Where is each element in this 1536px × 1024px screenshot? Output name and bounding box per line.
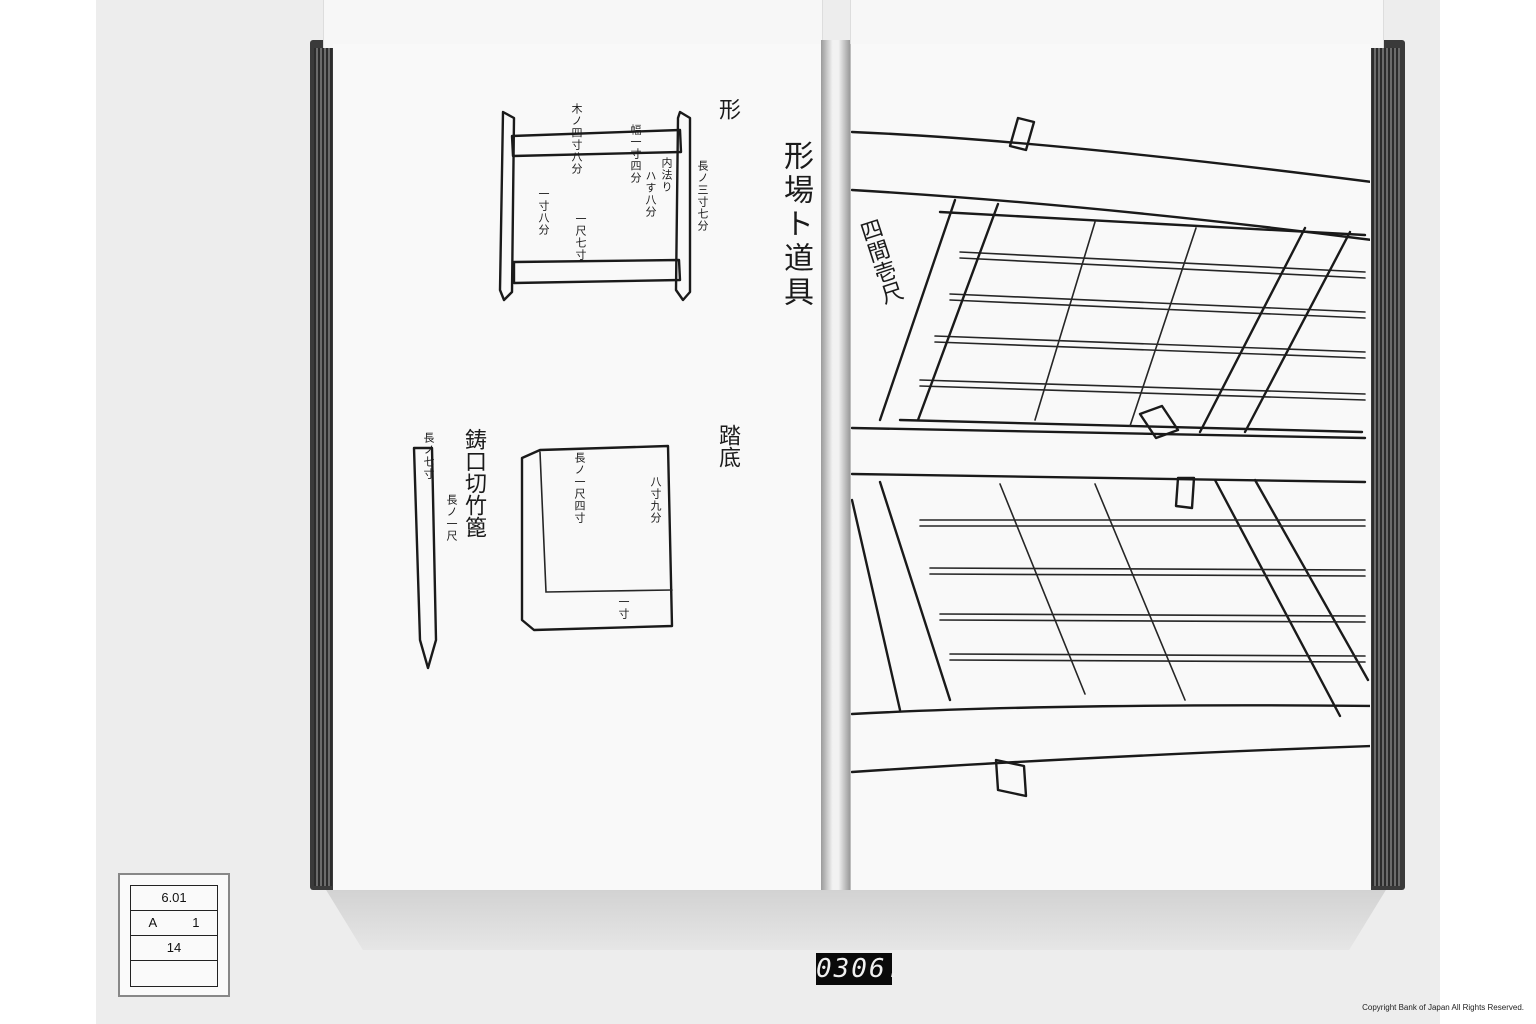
stepping-tray-drawing bbox=[520, 444, 674, 632]
spatula-note-1: 長ノ七寸 bbox=[422, 432, 435, 480]
book-shadow bbox=[320, 880, 1392, 950]
tray-note-2: 八寸九分 bbox=[649, 476, 662, 524]
book-gutter bbox=[821, 40, 850, 890]
section-title: 形場ト道具 bbox=[778, 140, 813, 310]
frame-note-7: 一寸八分 bbox=[537, 188, 550, 236]
spatula-label: 鋳口切竹篦 bbox=[461, 428, 486, 538]
frame-note-2: 幅一寸四分 bbox=[629, 124, 642, 184]
frame-label: 形 bbox=[715, 98, 740, 120]
catalog-row-1: 6.01 bbox=[131, 886, 217, 911]
frame-note-6: 一尺七寸 bbox=[574, 213, 587, 261]
tray-note-1: 長ノ一尺四寸 bbox=[573, 452, 586, 524]
tray-label: 踏底 bbox=[715, 424, 740, 468]
catalog-row-2: A 1 bbox=[131, 911, 217, 936]
frame-note-4: ハす八分 bbox=[644, 170, 657, 218]
left-page-top-edge bbox=[323, 0, 823, 48]
catalog-row-4 bbox=[131, 961, 217, 985]
mold-frame-drawing bbox=[498, 110, 692, 302]
bamboo-spatula-drawing bbox=[412, 446, 438, 670]
left-page-edges bbox=[314, 48, 332, 886]
frame-note-3: 内法り bbox=[660, 157, 673, 193]
spatula-note-2: 長ノ一尺 bbox=[445, 494, 458, 542]
frame-note-1: 木ノ四寸八分 bbox=[570, 103, 583, 175]
catalog-volume: 1 bbox=[192, 915, 200, 930]
right-page-edges bbox=[1372, 48, 1400, 886]
catalog-series: A bbox=[148, 915, 158, 930]
copyright-notice: Copyright Bank of Japan All Rights Reser… bbox=[1362, 1003, 1524, 1012]
right-page-top-edge bbox=[850, 0, 1384, 48]
catalog-card: 6.01 A 1 14 bbox=[118, 873, 230, 997]
frame-counter: 0306. bbox=[816, 953, 905, 985]
catalog-row-3: 14 bbox=[131, 936, 217, 961]
frame-note-5: 長ノ三寸七分 bbox=[696, 160, 709, 232]
tray-note-3: 一寸 bbox=[617, 596, 630, 620]
